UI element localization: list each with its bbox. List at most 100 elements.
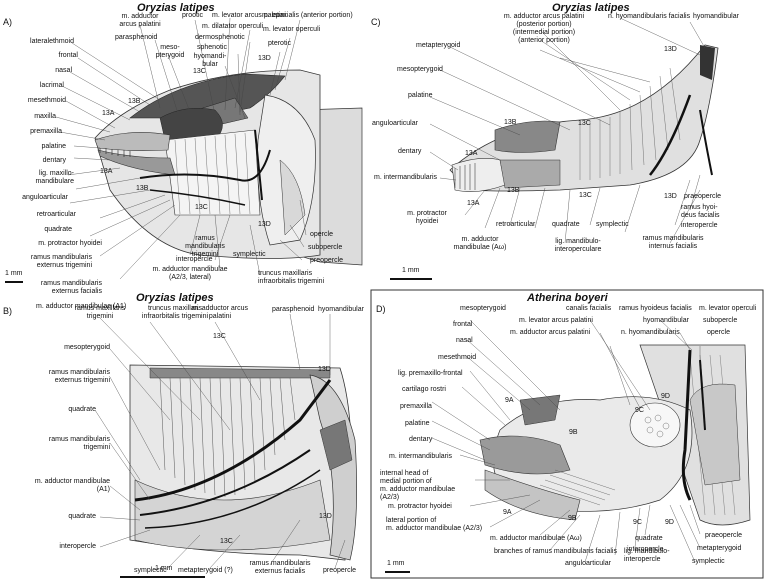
label-sphenotic-a: sphenotic	[197, 44, 227, 51]
label-dentary: dentary	[42, 157, 66, 164]
label-palatine-d: palatine	[405, 420, 430, 427]
label-frontal: frontal	[58, 52, 78, 59]
label-hyomandibular-b: hyomandibular	[318, 306, 364, 313]
label-lig-mand-interop-c: lig. mandibulo- interoperculare	[554, 238, 602, 253]
label-ramus-hyoideus-fac-d: ramus hyoideus facialis	[619, 305, 692, 312]
label-symplectic-a: symplectic	[233, 251, 266, 258]
label-palatine-c: palatine	[408, 92, 433, 99]
code-13a-c-bottom: 13A	[467, 200, 480, 207]
label-hyomandibular-a: hyomandi- bular	[193, 53, 227, 68]
label-ramus-mand-int-c: ramus mandibularis internus facialis	[642, 235, 704, 250]
label-lig-maxillo-mandibulare: lig. maxillo- mandibulare	[35, 170, 74, 185]
panel-a-letter: A)	[3, 17, 12, 27]
label-mesethmoid-d: mesethmoid	[438, 354, 477, 361]
label-ramus-mand-ext-trig-b: ramus mandibularis externus trigemini	[48, 369, 110, 384]
label-truncus-max-b: truncus maxillaris infraorbitalis trigem…	[141, 305, 209, 320]
code-9c-d-bottom: 9C	[633, 519, 642, 526]
code-9a-d-bottom: 9A	[503, 509, 512, 516]
label-interopercle-a: interopercle	[176, 256, 213, 263]
label-parasphenoid-b: parasphenoid	[272, 306, 315, 313]
label-ramus-mand-ext-fac-b: ramus mandibularis externus facialis	[249, 560, 311, 575]
label-hyomandibular-d: hyomandibular	[643, 317, 689, 324]
label-opercle-a: opercle	[310, 231, 333, 238]
label-maxilla: maxilla	[34, 113, 56, 120]
label-add-arcus-pal-d: m. adductor arcus palatini	[510, 329, 591, 336]
code-13c-b-bottom: 13C	[220, 538, 233, 545]
code-13a-a-bottom: 13A	[100, 168, 113, 175]
label-truncus-maxillaris-a: truncus maxillaris infraorbitalis trigem…	[258, 270, 325, 285]
panel-c-drawing	[390, 17, 719, 280]
code-13a-a-top: 13A	[102, 110, 115, 117]
code-13d-c-top: 13D	[664, 46, 677, 53]
panel-b-drawing	[94, 313, 358, 578]
label-anguloarticular-d: anguloarticular	[565, 560, 611, 567]
label-protractor-hyoidei-c: m. protractor hyoidei	[407, 210, 447, 225]
code-13d-a-bottom: 13D	[258, 221, 271, 228]
label-frontal-d: frontal	[453, 321, 473, 328]
label-dermosphenotic-a: dermosphenotic	[195, 34, 245, 41]
panel-c-letter: C)	[371, 17, 381, 27]
label-quadrate-d: quadrate	[635, 535, 663, 542]
label-interopercle-c: interopercle	[681, 222, 718, 229]
label-hyomandibular-c: hyomandibular	[693, 13, 739, 20]
label-add-mand-aw-c: m. adductor mandibulae (Aω)	[453, 236, 507, 251]
label-nasal: nasal	[55, 67, 72, 74]
label-lacrimal: lacrimal	[39, 82, 64, 89]
label-lig-mand-interop-d: lig. mandibulo- interopercle	[624, 548, 670, 563]
label-symplectic-c: symplectic	[596, 221, 629, 228]
code-13c-c-top: 13C	[578, 120, 591, 127]
label-quadrate-c: quadrate	[552, 221, 580, 228]
panel-d-title: Atherina boyeri	[527, 292, 608, 304]
label-praeopercle-c: praeopercle	[684, 193, 721, 200]
label-cartilago-rostri-d: cartilago rostri	[402, 386, 446, 393]
label-ramus-mand-ext-trig-a: ramus mandibularis externus trigemini	[30, 254, 92, 269]
label-mesopterygoid-c: mesopterygoid	[397, 66, 443, 73]
label-lig-premaxillo-frontal-d: lig. premaxillo-frontal	[398, 370, 463, 377]
label-prootic-a: prootic	[182, 12, 204, 19]
code-13a-c-top: 13A	[465, 150, 478, 157]
label-preopercle-a: preopercle	[310, 257, 344, 264]
label-ramus-mand-trig-a: ramus mandibularis trigemini	[185, 235, 225, 258]
label-premaxilla: premaxilla	[30, 128, 62, 135]
label-interopercle-b: interopercle	[59, 543, 96, 550]
label-lateral-portion-d: lateral portion of m. adductor mandibula…	[386, 517, 483, 532]
label-anguloarticular-a: anguloarticular	[22, 194, 68, 201]
panel-d-scale-label: 1 mm	[387, 560, 405, 567]
code-9b-d-bottom: 9B	[568, 515, 577, 522]
code-13b-a-bottom: 13B	[136, 185, 149, 192]
label-n-hyomandibularis-d: n. hyomandibularis	[621, 329, 680, 336]
label-levator-operculi-a: m. levator operculi	[263, 26, 321, 33]
panel-d-letter: D)	[376, 304, 386, 314]
code-13d-b-bottom: 13D	[319, 513, 332, 520]
label-subopercle-d: subopercle	[703, 317, 738, 324]
label-anguloarticular-c: anguloarticular	[372, 120, 418, 127]
label-levator-operculi-d: m. levator operculi	[699, 305, 757, 312]
label-internal-head-d: internal head of medial portion of m. ad…	[380, 470, 456, 501]
label-canalis-facialis-d: canalis facialis	[566, 305, 612, 312]
label-dilatator-operculi-a: m. dilatator operculi	[202, 23, 264, 30]
panel-c-title: Oryzias latipes	[552, 2, 630, 14]
label-epaxialis-a: m. epaxialis (anterior portion)	[262, 12, 353, 19]
code-9c-d-top: 9C	[635, 407, 644, 414]
code-13b-c-top: 13B	[504, 119, 517, 126]
panel-a-drawing	[5, 17, 363, 283]
code-13c-c-bottom: 13C	[579, 192, 592, 199]
label-symplectic-b: symplectic	[134, 567, 167, 574]
label-ramus-mand-trig-b: ramus mandibularis trigemini	[48, 436, 110, 451]
code-13c-a-top: 13C	[193, 68, 206, 75]
label-retroarticular-c: retroarticular	[496, 221, 536, 228]
label-metapterygoid-b: metapterygoid (?)	[178, 567, 233, 574]
label-subopercle-a: subopercle	[308, 244, 343, 251]
panel-c-scale-label: 1 mm	[402, 267, 420, 274]
label-symplectic-d: symplectic	[692, 558, 725, 565]
label-interopercle-d: interopercle	[627, 546, 664, 553]
code-13b-a-top: 13B	[128, 98, 141, 105]
label-levator-arcus-palatini-a: m. levator arcus palatini	[212, 12, 286, 19]
label-metapterygoid-d: metapterygoid	[697, 545, 742, 552]
code-9d-d-top: 9D	[661, 393, 670, 400]
label-retroarticular-a: retroarticular	[36, 211, 76, 218]
panel-b-letter: B)	[3, 306, 12, 316]
label-protractor-hyoidei-d: m. protractor hyoidei	[388, 503, 452, 510]
label-ramus-hyoideus-c: ramus hyoi- deus facialis	[681, 204, 720, 219]
